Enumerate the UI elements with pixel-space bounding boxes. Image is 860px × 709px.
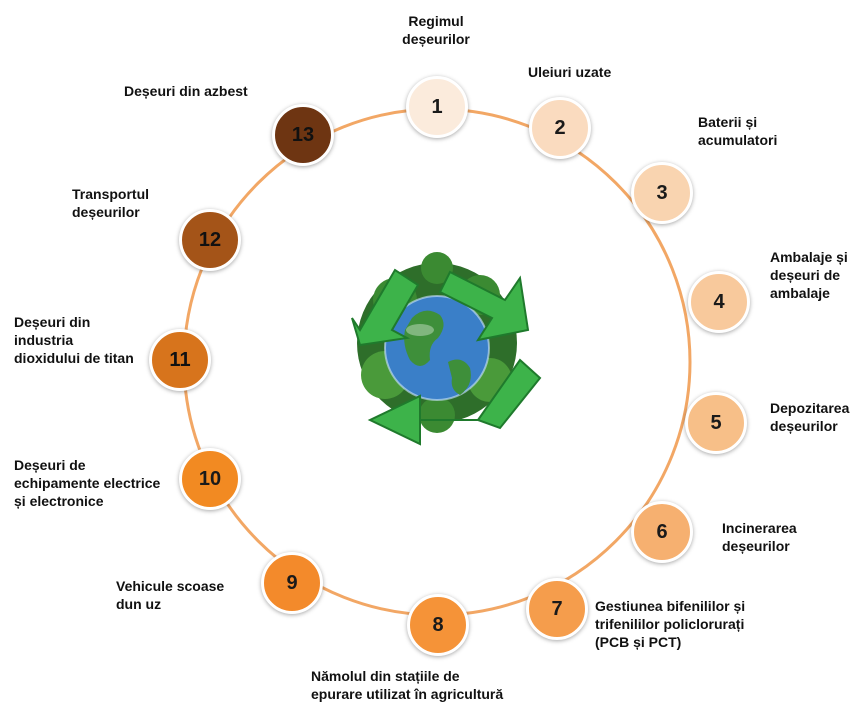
step-number: 11	[169, 348, 191, 371]
step-number: 10	[198, 467, 222, 490]
step-label-12: Transportul deșeurilor	[72, 186, 150, 220]
step-node-1: 1	[406, 76, 468, 138]
step-label-2: Uleiuri uzate	[528, 64, 612, 80]
step-node-2: 2	[529, 97, 591, 159]
step-node-4: 4	[688, 271, 750, 333]
step-node-6: 6	[631, 501, 693, 563]
step-label-4: Ambalaje și deșeuri de ambalaje	[770, 249, 848, 301]
recycle-globe-icon	[351, 252, 542, 446]
step-label-7: Gestiunea bifenililor și trifenililor po…	[595, 598, 746, 650]
step-number: 1	[431, 95, 443, 118]
step-node-7: 7	[526, 578, 588, 640]
step-label-5: Depozitarea deșeurilor	[770, 400, 850, 434]
step-node-12: 12	[179, 209, 241, 271]
step-number: 4	[713, 290, 725, 313]
step-node-3: 3	[631, 162, 693, 224]
step-label-9: Vehicule scoase dun uz	[116, 578, 225, 612]
step-number: 2	[554, 116, 566, 139]
step-label-3: Baterii și acumulatori	[698, 114, 778, 148]
step-number: 7	[551, 597, 563, 620]
step-number: 5	[710, 411, 722, 434]
step-node-13: 13	[272, 104, 334, 166]
step-label-8: Nămolul din stațiile de epurare utilizat…	[311, 668, 504, 702]
step-label-13: Deșeuri din azbest	[124, 83, 248, 99]
step-number: 12	[198, 228, 222, 251]
step-node-5: 5	[685, 392, 747, 454]
step-number: 13	[291, 123, 315, 146]
step-node-8: 8	[407, 594, 469, 656]
step-label-10: Deșeuri de echipamente electrice și elec…	[14, 457, 161, 509]
step-number: 3	[656, 181, 668, 204]
step-node-10: 10	[179, 448, 241, 510]
step-node-11: 11	[149, 329, 211, 391]
step-node-9: 9	[261, 552, 323, 614]
step-label-1: Regimul deșeurilor	[402, 13, 470, 47]
step-label-6: Incinerarea deșeurilor	[722, 520, 797, 554]
step-number: 9	[286, 571, 298, 594]
step-number: 6	[656, 520, 668, 543]
step-label-11: Deșeuri din industria dioxidului de tita…	[14, 314, 134, 366]
step-number: 8	[432, 613, 444, 636]
